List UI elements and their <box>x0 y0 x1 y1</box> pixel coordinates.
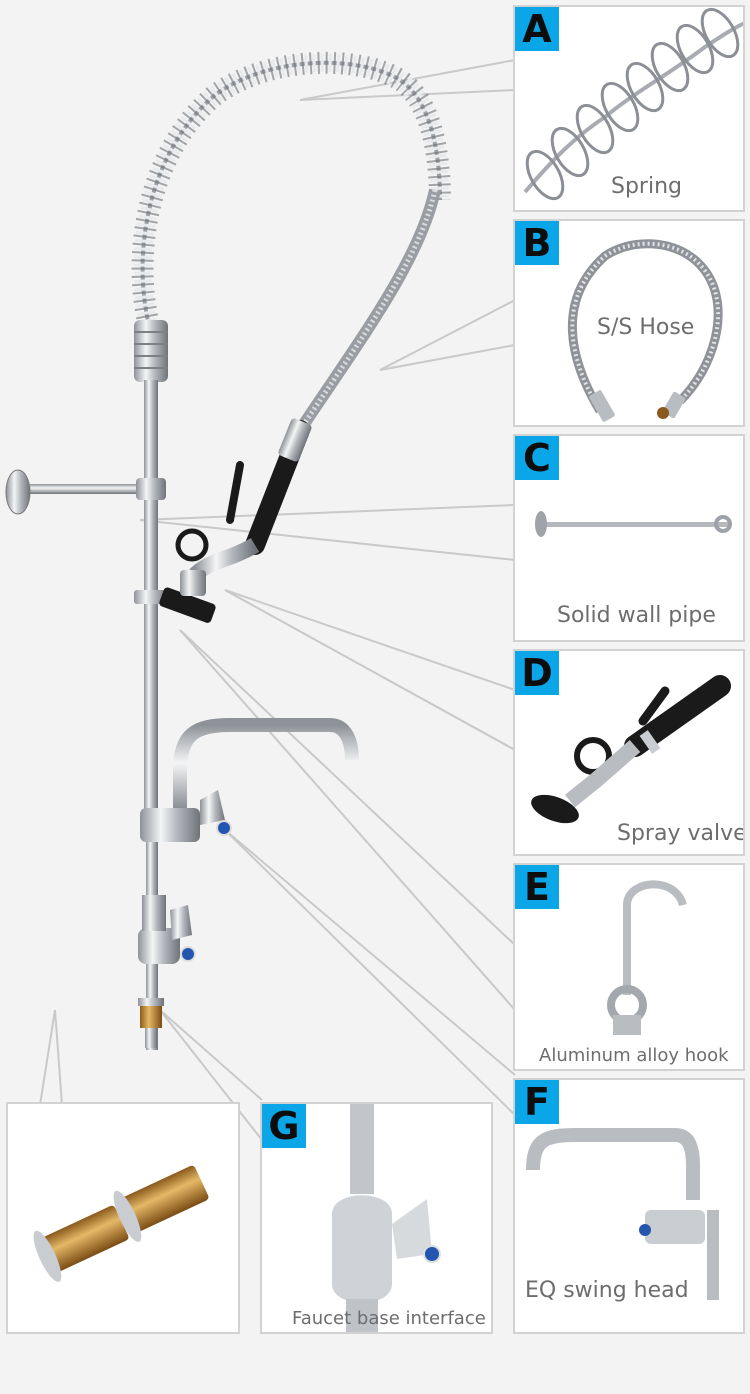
spring-image <box>523 7 743 201</box>
panel-letter: E <box>515 865 559 909</box>
spring-coil <box>131 51 451 333</box>
panel-spray-valve: D Spray valve <box>513 649 745 856</box>
spray-valve-image <box>531 675 731 824</box>
panel-brass-fittings <box>6 1102 240 1334</box>
panel-caption: Faucet base interface <box>292 1308 486 1329</box>
panel-caption: Aluminum alloy hook <box>539 1045 729 1066</box>
panel-letter: G <box>262 1104 306 1148</box>
panel-caption: S/S Hose <box>597 315 695 340</box>
panel-caption: EQ swing head <box>525 1278 689 1303</box>
brass-fittings-image <box>33 1165 209 1282</box>
panel-hook: E Aluminum alloy hook <box>513 863 745 1071</box>
faucet-base-image <box>332 1104 441 1332</box>
wall-pipe-image <box>535 511 732 537</box>
panel-letter: B <box>515 221 559 265</box>
panel-letter: A <box>515 7 559 51</box>
panel-spring: A Spring <box>513 5 745 212</box>
panel-swing-head: F EQ swing head <box>513 1078 745 1334</box>
panel-caption: Solid wall pipe <box>557 603 716 628</box>
leader-lines <box>39 59 516 1141</box>
panel-wall-pipe: C Solid wall pipe <box>513 434 745 642</box>
hose-image <box>568 239 723 422</box>
swing-head-image <box>526 1128 719 1300</box>
panel-caption: Spring <box>611 174 682 199</box>
hook-image <box>607 880 687 1035</box>
panel-letter: D <box>515 651 559 695</box>
panel-letter: F <box>515 1080 559 1124</box>
panel-hose: B S/S Hose <box>513 219 745 427</box>
panel-faucet-base: G Faucet base interface <box>260 1102 493 1334</box>
panel-letter: C <box>515 436 559 480</box>
panel-caption: Spray valve <box>617 821 745 846</box>
